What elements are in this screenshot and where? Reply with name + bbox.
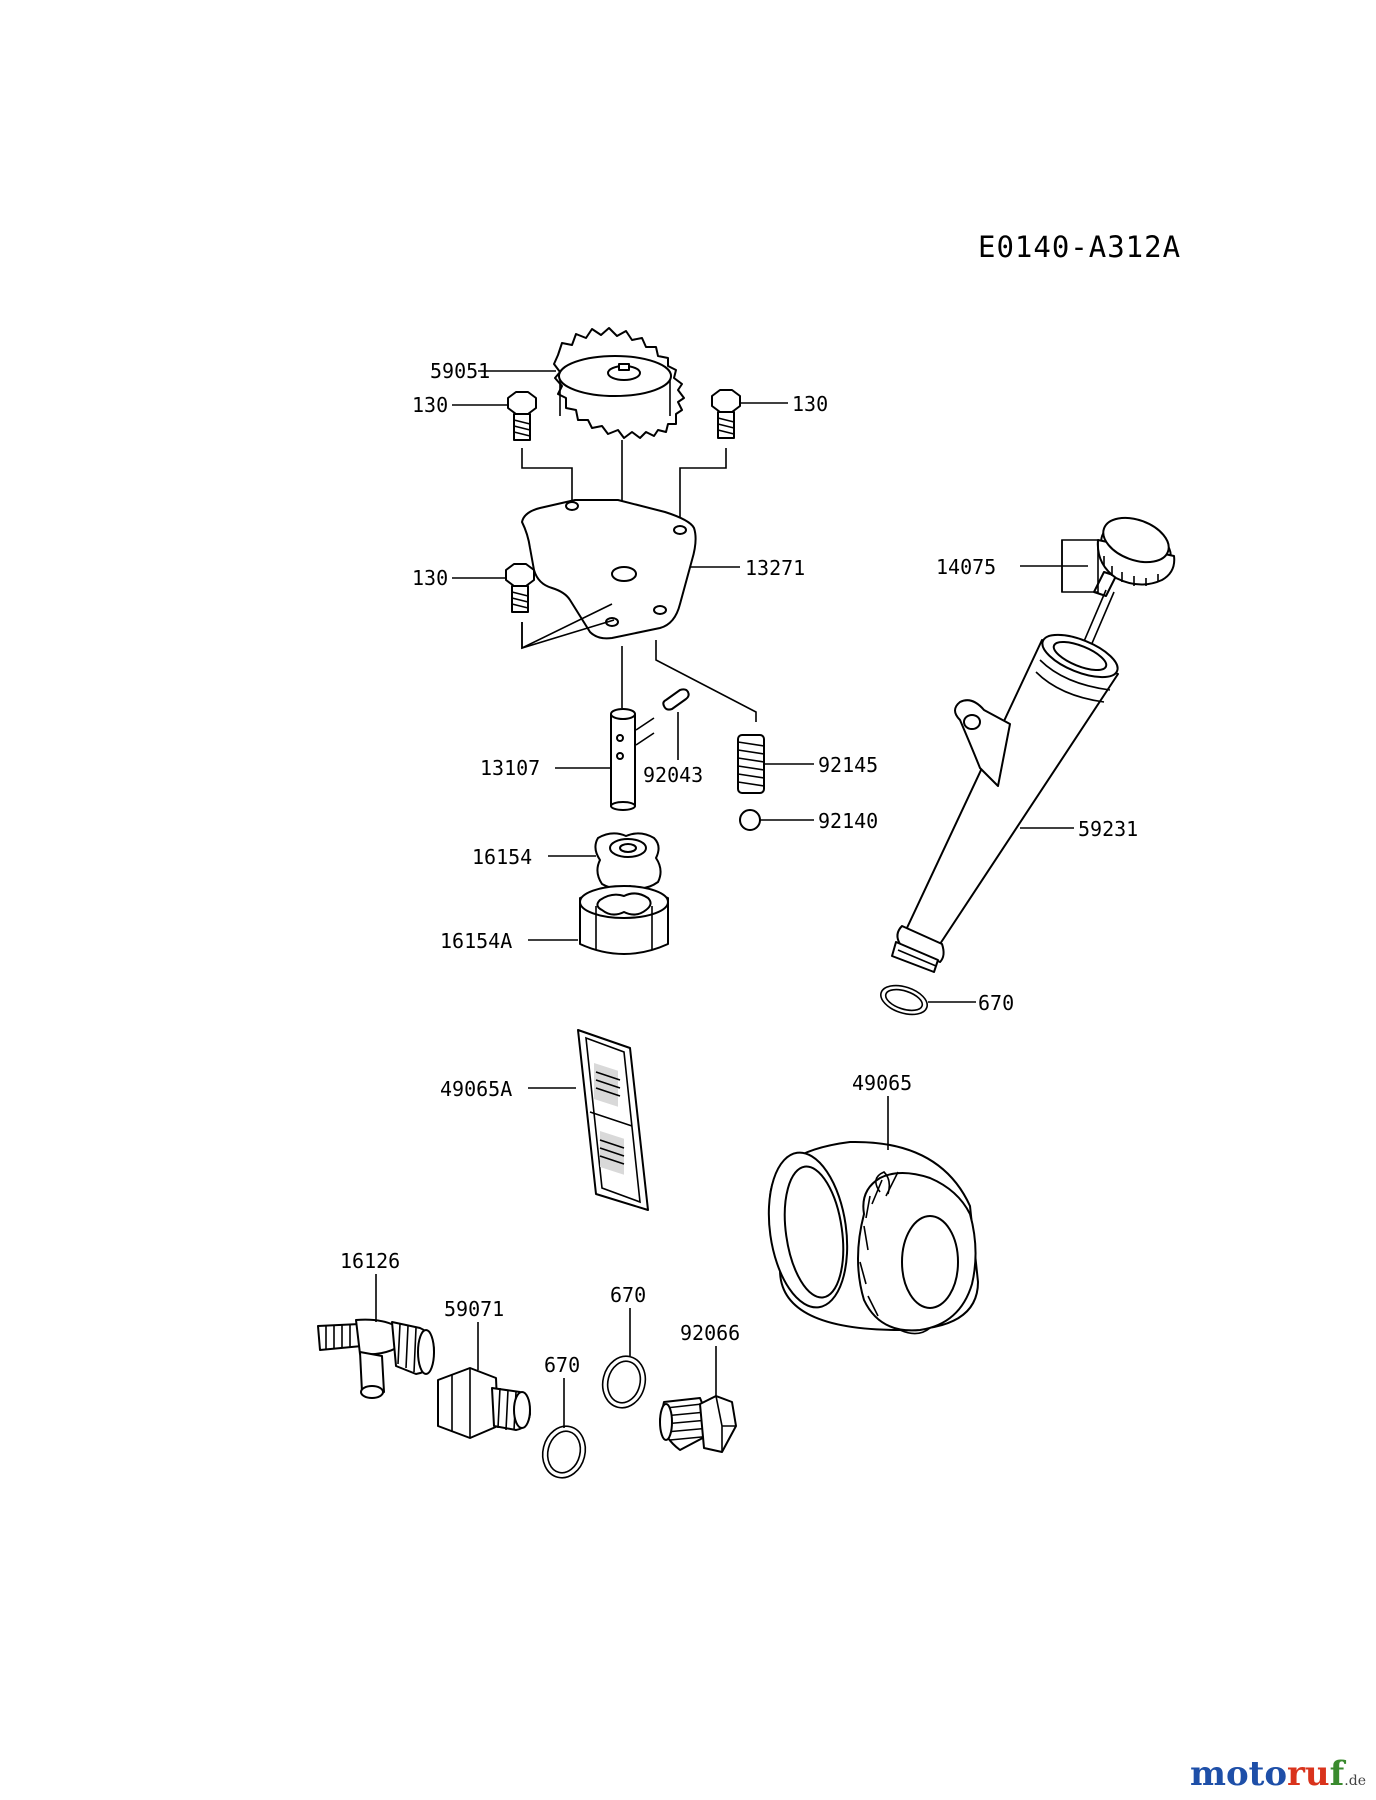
label-16154: 16154 <box>472 845 532 869</box>
bolt-130-right-top[interactable] <box>711 389 741 439</box>
label-59051: 59051 <box>430 359 490 383</box>
nipple-59071[interactable] <box>437 1367 531 1439</box>
oil-filter-49065[interactable] <box>760 1140 979 1335</box>
o-ring-670-a[interactable] <box>537 1422 590 1483</box>
bolt-130-left-mid[interactable] <box>505 563 535 613</box>
watermark-suffix: .de <box>1344 1773 1366 1789</box>
label-59231: 59231 <box>1078 817 1138 841</box>
label-130-left-top: 130 <box>412 393 448 417</box>
label-130-left-mid: 130 <box>412 566 448 590</box>
label-59071: 59071 <box>444 1297 504 1321</box>
drain-plug-92066[interactable] <box>659 1395 737 1453</box>
watermark-part-1: moto <box>1189 1754 1288 1794</box>
label-130-right-top: 130 <box>792 392 828 416</box>
label-13107: 13107 <box>480 756 540 780</box>
label-13271: 13271 <box>745 556 805 580</box>
label-92043: 92043 <box>643 763 703 787</box>
label-16154A: 16154A <box>440 929 512 953</box>
label-92066: 92066 <box>680 1321 740 1345</box>
label-670-b: 670 <box>610 1283 646 1307</box>
dipstick-tube-59231[interactable] <box>891 626 1123 973</box>
watermark-part-3: f <box>1329 1754 1345 1794</box>
outer-rotor-16154A[interactable] <box>579 885 669 955</box>
dipstick-cap-14075[interactable] <box>1075 510 1177 663</box>
ball-92140[interactable] <box>739 809 761 831</box>
cover-plate-13271[interactable] <box>521 499 697 640</box>
shaft-13107[interactable] <box>610 708 636 811</box>
strainer-49065A[interactable] <box>577 1029 649 1211</box>
spring-92145[interactable] <box>737 734 765 794</box>
bolt-130-left-top[interactable] <box>507 391 537 441</box>
o-ring-670-tube[interactable] <box>877 980 931 1020</box>
diagram-code: E0140-A312A <box>978 230 1181 264</box>
inner-rotor-16154[interactable] <box>594 832 662 890</box>
watermark-logo: motoruf.de <box>1190 1754 1366 1794</box>
label-92140: 92140 <box>818 809 878 833</box>
o-ring-670-b[interactable] <box>597 1352 650 1413</box>
label-49065A: 49065A <box>440 1077 512 1101</box>
gear-59051[interactable] <box>553 327 685 439</box>
label-92145: 92145 <box>818 753 878 777</box>
label-670-tube: 670 <box>978 991 1014 1015</box>
label-16126: 16126 <box>340 1249 400 1273</box>
fitting-16126[interactable] <box>317 1318 435 1399</box>
watermark-part-2: ru <box>1287 1754 1330 1794</box>
pin-92043[interactable] <box>662 688 690 711</box>
label-49065: 49065 <box>852 1071 912 1095</box>
label-670-a: 670 <box>544 1353 580 1377</box>
label-14075: 14075 <box>936 555 996 579</box>
